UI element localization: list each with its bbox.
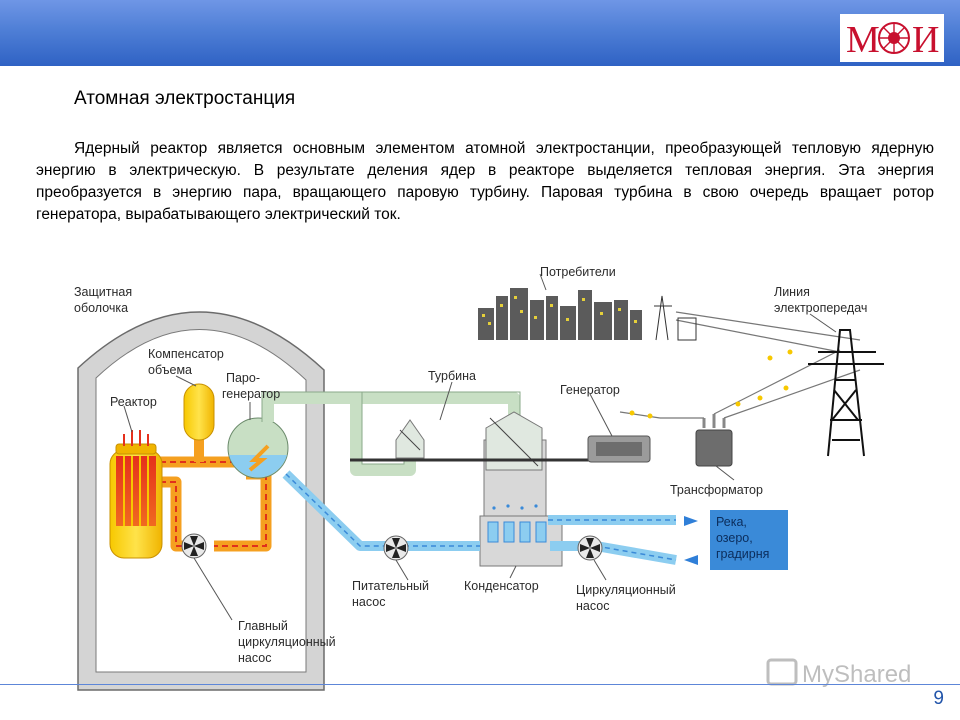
page-number: 9	[933, 688, 944, 709]
reactor-core	[116, 456, 156, 526]
svg-text:И: И	[912, 19, 939, 61]
transformer	[695, 429, 733, 467]
city-skyline-icon	[478, 288, 642, 340]
label-main-pump-2: циркуляционный	[238, 635, 336, 649]
label-power-line-2: электропередач	[774, 301, 867, 315]
label-containment-2: оболочка	[74, 301, 128, 315]
turbine-icon	[395, 411, 543, 471]
label-steam-generator-2: генератор	[222, 387, 280, 401]
svg-text:М: М	[846, 19, 880, 61]
slide-title: Атомная электростанция	[74, 88, 296, 109]
label-pressurizer-2: объема	[148, 363, 192, 377]
circulation-pump-icon	[577, 535, 603, 561]
city-substation-icon	[654, 295, 697, 341]
label-circulation-pump-2: насос	[576, 599, 609, 613]
label-pressurizer-1: Компенсатор	[148, 347, 224, 361]
label-condenser: Конденсатор	[464, 579, 539, 593]
label-feed-pump-1: Питательный	[352, 579, 429, 593]
label-containment-1: Защитная	[74, 285, 132, 299]
footer-line	[0, 684, 960, 685]
label-main-pump-3: насос	[238, 651, 271, 665]
label-river-3: градирня	[716, 547, 769, 561]
river-box	[710, 510, 788, 570]
label-transformer: Трансформатор	[670, 483, 763, 497]
label-power-line-1: Линия	[774, 285, 810, 299]
pressurizer	[183, 383, 215, 441]
label-river-1: Река,	[716, 515, 747, 529]
feed-pump-icon	[383, 535, 409, 561]
svg-text:MyShared: MyShared	[802, 661, 911, 688]
label-consumers: Потребители	[540, 265, 616, 279]
label-circulation-pump-1: Циркуляционный	[576, 583, 676, 597]
label-generator: Генератор	[560, 383, 620, 397]
leader-lines	[123, 273, 837, 621]
label-steam-generator-1: Паро-	[226, 371, 260, 385]
label-river-2: озеро,	[716, 531, 753, 545]
label-main-pump-1: Главный	[238, 619, 288, 633]
header-bar: М И	[0, 0, 960, 66]
power-tower-icon	[808, 329, 884, 457]
intro-paragraph: Ядерный реактор является основным элемен…	[36, 140, 934, 223]
label-reactor: Реактор	[110, 395, 157, 409]
power-cables	[619, 311, 861, 419]
flow-arrows	[684, 516, 698, 565]
label-feed-pump-2: насос	[352, 595, 385, 609]
mei-logo: М И	[840, 14, 944, 62]
main-pump-icon	[181, 533, 207, 559]
label-turbine: Турбина	[428, 369, 476, 383]
